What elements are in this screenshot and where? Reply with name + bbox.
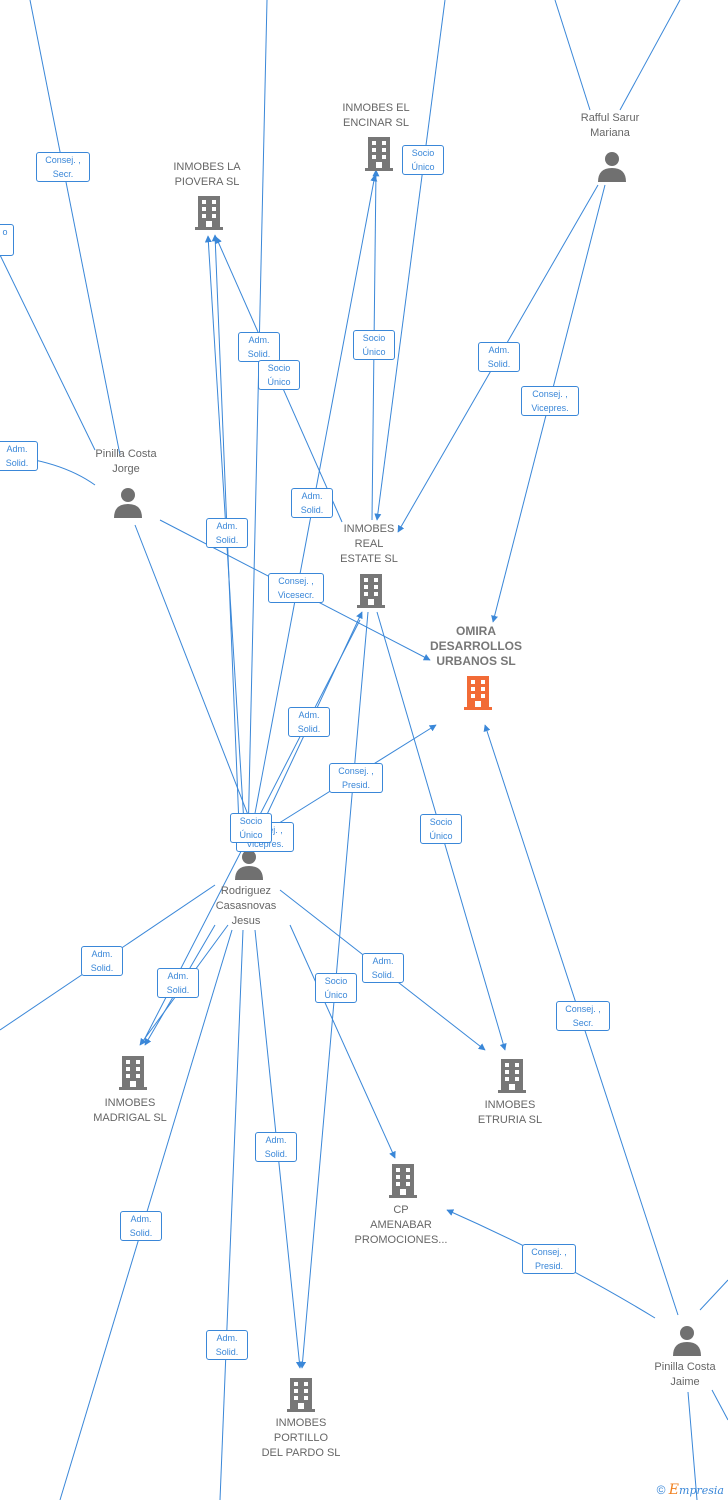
brand-initial: E <box>668 1482 680 1498</box>
building-icon <box>119 1056 147 1090</box>
node-label-rodriguez[interactable]: Rodriguez Casasnovas Jesus <box>215 885 277 927</box>
edge-line <box>554 0 591 111</box>
edge-line <box>219 929 244 1500</box>
copyright-brand[interactable]: © Empresia <box>657 1482 724 1498</box>
edge-label: Adm. Solid. <box>362 953 404 983</box>
edge-label: Adm. Solid. <box>291 488 333 518</box>
edge-label: Consej. , Vicesecr. <box>268 573 324 603</box>
node-label-pinilla-jaime[interactable]: Pinilla Costa Jaime <box>654 1361 716 1388</box>
edge-line <box>134 524 251 821</box>
node-label-rafful[interactable]: Rafful Sarur Mariana <box>580 112 640 139</box>
edge-label: Socio Único <box>315 973 357 1003</box>
edge-line <box>29 0 121 456</box>
edge-label: Adm. Solid. <box>206 518 248 548</box>
edge-label: Socio Único <box>230 813 272 843</box>
edge-label: Consej. , Secr. <box>556 1001 610 1031</box>
node-label-inmobes-encinar[interactable]: INMOBES EL ENCINAR SL <box>342 102 410 129</box>
edge-label: Consej. , Presid. <box>329 763 383 793</box>
building-icon-highlight <box>464 676 492 710</box>
copyright-symbol: © <box>656 1483 666 1497</box>
person-icon <box>114 488 142 518</box>
edge-line <box>374 0 446 521</box>
node-label-inmobes-portillo[interactable]: INMOBES PORTILLO DEL PARDO SL <box>261 1417 341 1459</box>
edge-label: Adm. Solid. <box>255 1132 297 1162</box>
node-label-inmobes-real[interactable]: INMOBES REAL ESTATE SL <box>340 523 398 565</box>
person-icon <box>673 1326 701 1356</box>
building-icon <box>389 1164 417 1198</box>
edge-line <box>289 924 396 1159</box>
person-icon <box>235 850 263 880</box>
edge-line <box>711 1389 728 1421</box>
edge-label: Adm. Solid. <box>238 332 280 362</box>
edge-label: Consej. , Vicepres. <box>521 386 579 416</box>
node-label-inmobes-piovera[interactable]: INMOBES LA PIOVERA SL <box>173 161 241 188</box>
person-icon <box>598 152 626 182</box>
edge-label: Socio Único <box>353 330 395 360</box>
edge-label: Adm. Solid. <box>120 1211 162 1241</box>
edge-line <box>0 254 96 451</box>
edge-label: Adm. Solid. <box>288 707 330 737</box>
edge-label: Socio Único <box>420 814 462 844</box>
brand-rest: mpresia <box>679 1484 724 1497</box>
building-icon <box>498 1059 526 1093</box>
edge-line <box>699 1279 728 1311</box>
edge-label: Socio Único <box>402 145 444 175</box>
node-label-pinilla-jorge[interactable]: Pinilla Costa Jorge <box>95 448 157 475</box>
edge-label: Socio Único <box>258 360 300 390</box>
edge-label: Adm. Solid. <box>478 342 520 372</box>
node-label-inmobes-etruria[interactable]: INMOBES ETRURIA SL <box>477 1099 543 1126</box>
edge-label: Adm. Solid. <box>206 1330 248 1360</box>
node-label-cp-amenabar[interactable]: CP AMENABAR PROMOCIONES... <box>354 1204 448 1246</box>
edge-label: Consej. , Secr. <box>36 152 90 182</box>
edge-line <box>247 0 268 841</box>
edge-line <box>619 0 681 111</box>
node-label-inmobes-madrigal[interactable]: INMOBES MADRIGAL SL <box>93 1097 167 1124</box>
building-icon <box>357 574 385 608</box>
edge-label: Adm. Solid. <box>81 946 123 976</box>
node-label-omira[interactable]: OMIRA DESARROLLOS URBANOS SL <box>429 624 522 668</box>
edge-label: Adm. Solid. <box>0 441 38 471</box>
building-icon <box>287 1378 315 1412</box>
edge-line <box>687 1391 698 1500</box>
edge-label: Consej. , Presid. <box>522 1244 576 1274</box>
edge-label: o <box>0 224 14 256</box>
building-icon <box>365 137 393 171</box>
edge-label: Adm. Solid. <box>157 968 199 998</box>
building-icon <box>195 196 223 230</box>
